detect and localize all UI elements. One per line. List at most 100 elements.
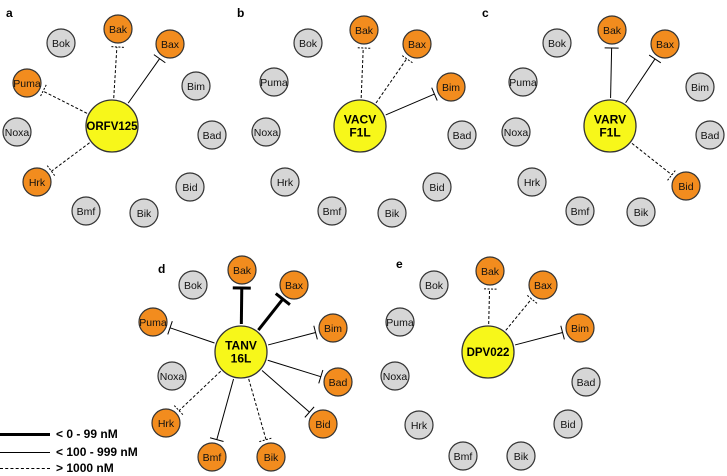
binding-line-e-bax	[506, 294, 537, 330]
protein-label: Hrk	[29, 177, 46, 189]
viral-protein-label: F1L	[349, 126, 370, 140]
protein-node-e-noxa: Noxa	[381, 362, 409, 390]
protein-node-b-bok: Bok	[294, 29, 322, 57]
panel-label-e: e	[396, 257, 403, 271]
protein-node-c-bmf: Bmf	[566, 197, 594, 225]
protein-label: Noxa	[504, 127, 529, 139]
protein-node-a-bik: Bik	[130, 199, 158, 227]
binding-line-c-bid	[632, 143, 676, 180]
protein-node-c-bax: Bax	[651, 30, 679, 58]
protein-label: Bak	[233, 265, 252, 277]
binding-line-b-bax	[376, 55, 412, 103]
protein-label: Bid	[429, 182, 444, 194]
viral-protein-label: TANV	[225, 339, 257, 353]
protein-label: Bik	[264, 452, 279, 464]
viral-protein-a: ORFV125	[86, 100, 138, 152]
protein-label: Bok	[299, 38, 318, 50]
protein-label: Bok	[548, 38, 567, 50]
protein-node-b-hrk: Hrk	[271, 168, 299, 196]
protein-node-a-bid: Bid	[176, 173, 204, 201]
protein-node-d-bok: Bok	[179, 271, 207, 299]
protein-label: Bik	[385, 208, 400, 220]
protein-label: Bid	[315, 419, 330, 431]
protein-node-c-bid: Bid	[672, 172, 700, 200]
legend-weak-label: > 1000 nM	[56, 461, 114, 475]
binding-line-d-bmf	[210, 379, 234, 442]
binding-line-b-bak	[356, 48, 370, 98]
protein-node-b-bax: Bax	[403, 30, 431, 58]
protein-node-c-bak: Bak	[598, 16, 626, 44]
protein-node-c-bik: Bik	[627, 198, 655, 226]
protein-label: Puma	[509, 77, 537, 89]
protein-node-b-bim: Bim	[437, 73, 465, 101]
binding-line-a-hrk	[47, 143, 89, 177]
protein-label: Bmf	[571, 206, 590, 218]
protein-node-c-hrk: Hrk	[518, 168, 546, 196]
protein-label: Bok	[52, 38, 71, 50]
protein-node-b-puma: Puma	[260, 68, 288, 96]
protein-label: Bim	[324, 323, 342, 335]
protein-node-e-bmf: Bmf	[449, 442, 477, 470]
protein-label: Puma	[386, 317, 414, 329]
binding-line-b-bim	[386, 88, 437, 115]
protein-node-e-bak: Bak	[476, 257, 504, 285]
protein-label: Bak	[355, 25, 374, 37]
protein-node-d-bak: Bak	[228, 256, 256, 284]
protein-node-d-hrk: Hrk	[152, 409, 180, 437]
protein-label: Bax	[408, 39, 427, 51]
protein-label: Bmf	[77, 206, 96, 218]
protein-node-a-bmf: Bmf	[72, 197, 100, 225]
protein-label: Noxa	[254, 127, 279, 139]
protein-label: Bak	[603, 25, 622, 37]
protein-label: Puma	[260, 77, 288, 89]
protein-node-e-puma: Puma	[386, 308, 414, 336]
protein-node-b-bak: Bak	[350, 16, 378, 44]
protein-label: Bok	[184, 280, 203, 292]
binding-line-a-puma	[40, 85, 87, 113]
viral-protein-label: VACV	[344, 113, 376, 127]
legend-medium-line	[0, 452, 50, 453]
protein-node-b-bid: Bid	[423, 173, 451, 201]
protein-label: Bid	[678, 181, 693, 193]
protein-node-c-bok: Bok	[543, 29, 571, 57]
binding-line-d-bim	[268, 326, 317, 345]
viral-protein-label: F1L	[599, 126, 620, 140]
protein-node-e-bik: Bik	[507, 442, 535, 470]
binding-line-d-bak	[233, 288, 251, 324]
protein-label: Bmf	[203, 452, 222, 464]
protein-label: Bmf	[454, 451, 473, 463]
viral-protein-label: 16L	[231, 352, 252, 366]
protein-node-a-bim: Bim	[182, 72, 210, 100]
viral-protein-label: DPV022	[467, 347, 510, 359]
protein-node-d-bik: Bik	[257, 443, 285, 471]
protein-label: Bax	[534, 280, 553, 292]
protein-node-e-bim: Bim	[566, 314, 594, 342]
protein-node-a-hrk: Hrk	[23, 168, 51, 196]
viral-protein-e: DPV022	[462, 326, 514, 378]
legend-medium: < 100 - 999 nM	[0, 444, 138, 460]
panel-label-c: c	[482, 6, 489, 20]
protein-label: Hrk	[411, 420, 428, 432]
binding-line-d-bad	[268, 360, 323, 383]
binding-line-e-bim	[515, 326, 564, 345]
protein-node-e-bax: Bax	[529, 271, 557, 299]
protein-node-e-bad: Bad	[572, 368, 600, 396]
protein-label: Bik	[634, 207, 649, 219]
protein-label: Bik	[137, 208, 152, 220]
protein-label: Noxa	[160, 371, 185, 383]
protein-label: Bad	[329, 377, 348, 389]
protein-label: Bid	[560, 419, 575, 431]
protein-label: Bim	[571, 323, 589, 335]
binding-line-c-bak	[605, 48, 619, 98]
protein-label: Bim	[442, 82, 460, 94]
binding-line-a-bak	[110, 47, 124, 99]
protein-node-a-bax: Bax	[156, 30, 184, 58]
protein-node-d-puma: Puma	[139, 308, 167, 336]
